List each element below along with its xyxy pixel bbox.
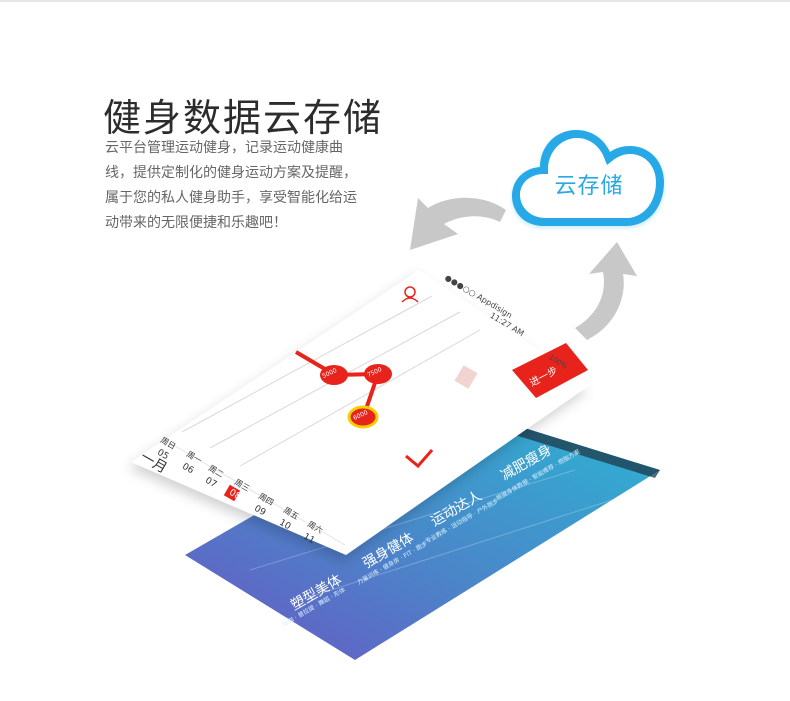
page-description: 云平台管理运动健身，记录运动健康曲线，提供定制化的健身运动方案及提醒，属于您的私… <box>105 140 357 231</box>
highlight-day <box>223 484 241 502</box>
cloud-icon <box>512 130 664 226</box>
sync-arrow-right-icon <box>575 242 637 340</box>
chart-line <box>294 350 381 419</box>
profile-icon[interactable] <box>404 286 416 298</box>
badge-icon <box>454 365 478 389</box>
back-phone-screen <box>185 404 660 660</box>
page-title: 健身数据云存储 <box>103 96 384 141</box>
sync-arrow-left-icon <box>410 197 506 250</box>
cloud-label: 云存储 <box>554 174 624 199</box>
chart-point-1 <box>320 365 348 385</box>
action-button[interactable] <box>512 343 588 398</box>
chart-point-3 <box>347 405 379 429</box>
chart-point-2 <box>364 364 392 384</box>
chevron-down-icon[interactable] <box>405 449 434 469</box>
top-divider <box>0 0 790 2</box>
